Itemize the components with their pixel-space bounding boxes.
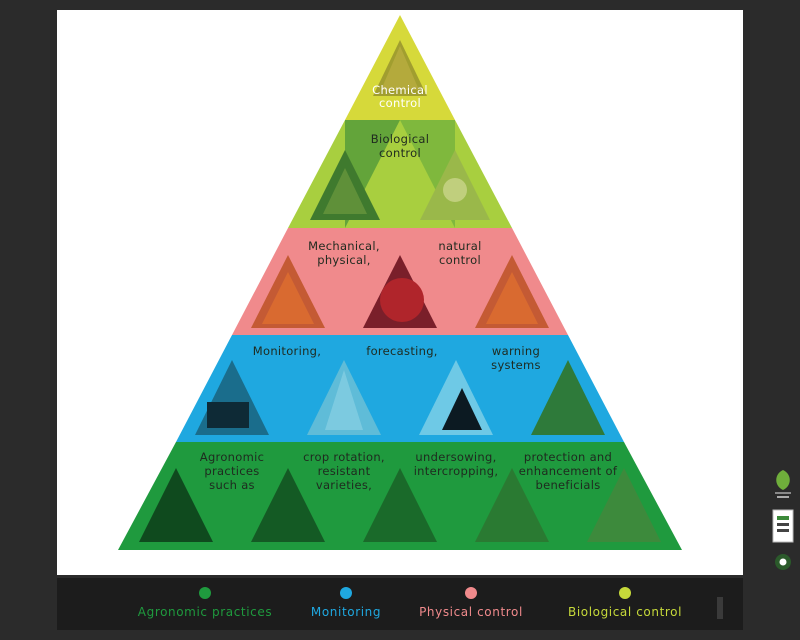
pest-management-pyramid: Chemical control Biological control Mech… bbox=[118, 15, 682, 550]
tier5-label-2-line2: resistant bbox=[318, 464, 371, 478]
tier-biological: Biological control bbox=[288, 120, 512, 228]
tier1-label-line2: control bbox=[379, 96, 421, 110]
corner-note bbox=[717, 597, 723, 619]
legend-label-biological: Biological control bbox=[567, 605, 683, 619]
legend-item-physical: Physical control bbox=[391, 578, 551, 630]
legend-label-agronomic: Agronomic practices bbox=[137, 605, 273, 619]
legend-dot-physical bbox=[465, 587, 477, 599]
legend-item-biological: Biological control bbox=[545, 578, 705, 630]
tier-monitoring-bg bbox=[176, 335, 624, 442]
tier3-left-line1: Mechanical, bbox=[308, 239, 380, 253]
monitoring-photo-4 bbox=[531, 360, 605, 435]
agronomic-photo-4 bbox=[475, 468, 549, 542]
leaf-logo-icon bbox=[775, 470, 791, 498]
tier5-label-4-line3: beneficials bbox=[535, 478, 600, 492]
tier1-label-line1: Chemical bbox=[372, 83, 428, 97]
legend-item-agronomic: Agronomic practices bbox=[125, 578, 285, 630]
legend-dot-biological bbox=[619, 587, 631, 599]
tier3-right-line1: natural bbox=[438, 239, 481, 253]
tier2-label-line1: Biological bbox=[371, 132, 429, 146]
tier5-label-4-line1: protection and bbox=[524, 450, 612, 464]
tier5-label-1-line1: Agronomic bbox=[200, 450, 264, 464]
tier4-label-3-line2: systems bbox=[491, 358, 541, 372]
chemical-photo-highlight bbox=[381, 46, 419, 90]
tier5-label-2-line1: crop rotation, bbox=[303, 450, 385, 464]
tier5-label-1-line3: such as bbox=[209, 478, 255, 492]
bee-logo-icon bbox=[772, 509, 794, 543]
tier4-label-2: forecasting, bbox=[366, 344, 438, 358]
tier3-left-line2: physical, bbox=[317, 253, 371, 267]
circle-logo-icon bbox=[775, 554, 791, 570]
tier-physical: Mechanical, physical, natural control bbox=[232, 228, 568, 335]
tier5-label-3-line2: intercropping, bbox=[414, 464, 499, 478]
legend: Agronomic practices Monitoring Physical … bbox=[57, 578, 743, 630]
tier-agronomic: Agronomic practices such as crop rotatio… bbox=[118, 442, 682, 550]
tier2-label-line2: control bbox=[379, 146, 421, 160]
legend-label-physical: Physical control bbox=[419, 605, 523, 619]
tier5-label-2-line3: varieties, bbox=[316, 478, 372, 492]
tier5-label-1-line2: practices bbox=[204, 464, 259, 478]
legend-label-monitoring: Monitoring bbox=[310, 605, 382, 619]
agronomic-photo-1 bbox=[139, 468, 213, 542]
agronomic-photo-5 bbox=[587, 468, 661, 542]
tier-monitoring: Monitoring, forecasting, warning systems bbox=[176, 335, 624, 442]
poster-canvas: Chemical control Biological control Mech… bbox=[57, 10, 794, 575]
tier5-label-3-line1: undersowing, bbox=[415, 450, 496, 464]
tier4-label-3-line1: warning bbox=[492, 344, 540, 358]
legend-dot-monitoring bbox=[340, 587, 352, 599]
tier4-label-1: Monitoring, bbox=[253, 344, 321, 358]
agronomic-photo-3 bbox=[363, 468, 437, 542]
tier-chemical: Chemical control bbox=[345, 15, 455, 120]
tier3-right-line2: control bbox=[439, 253, 481, 267]
tier5-label-4-line2: enhancement of bbox=[519, 464, 618, 478]
agronomic-photo-2 bbox=[251, 468, 325, 542]
legend-item-monitoring: Monitoring bbox=[266, 578, 426, 630]
legend-dot-agronomic bbox=[199, 587, 211, 599]
